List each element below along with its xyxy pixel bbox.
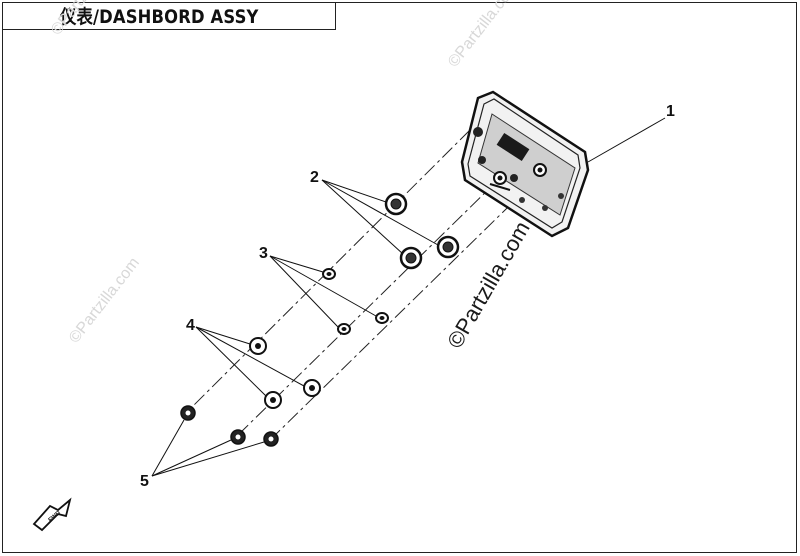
nut: [230, 429, 246, 445]
dashboard-unit: [460, 90, 590, 238]
callout-1: 1: [666, 103, 675, 120]
callout-5: 5: [140, 473, 149, 490]
callout-3: 3: [259, 245, 268, 262]
collar: [322, 268, 336, 280]
collar: [375, 312, 389, 324]
grommet: [384, 192, 408, 216]
grommet: [436, 235, 460, 259]
nut: [263, 431, 279, 447]
nut: [180, 405, 196, 421]
washer: [303, 379, 321, 397]
diagram-title: 仪表/DASHBORD ASSY: [60, 6, 259, 28]
callout-4: 4: [186, 317, 195, 334]
leader-lines: [151, 117, 666, 477]
collar: [337, 323, 351, 335]
washer: [249, 337, 267, 355]
title-box: 仪表/DASHBORD ASSY: [2, 2, 336, 30]
washer: [264, 391, 282, 409]
callout-2: 2: [310, 169, 319, 186]
grommet: [399, 246, 423, 270]
fwd-arrow-icon: FWD: [32, 497, 72, 532]
